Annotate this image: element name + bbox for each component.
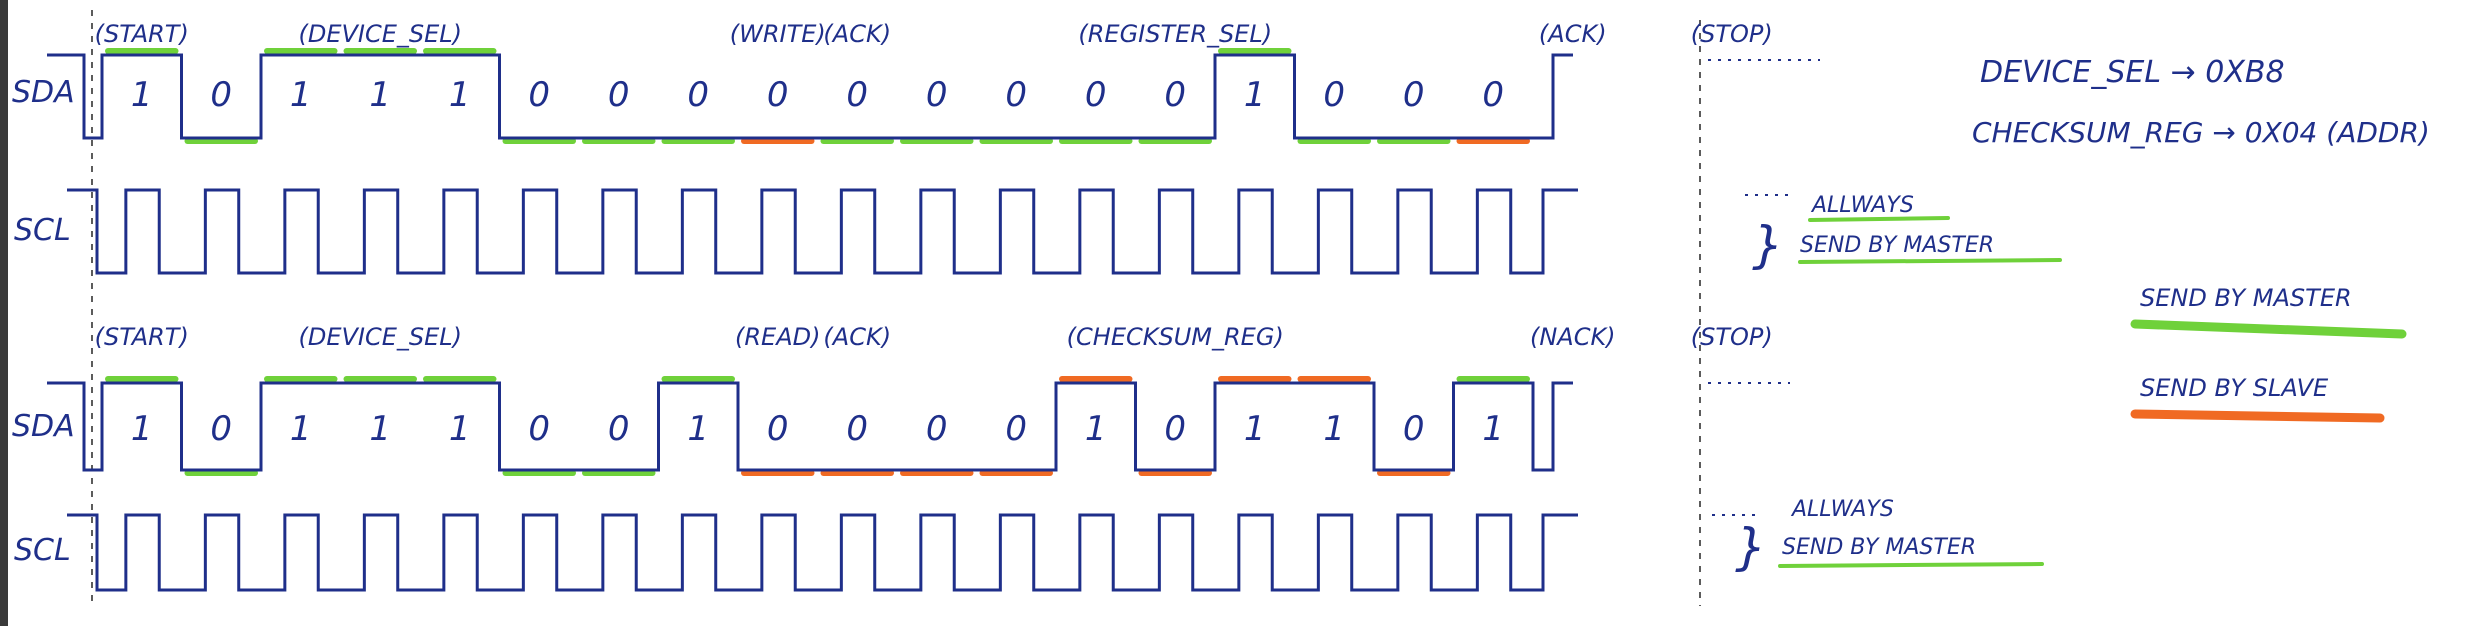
field-label: (READ): [735, 323, 820, 351]
bit-value: 1: [369, 75, 391, 115]
bit-value: 1: [1323, 409, 1345, 449]
field-label: (STOP): [1691, 323, 1773, 351]
bit-value: 0: [210, 409, 232, 449]
bit-value: 0: [608, 75, 630, 115]
field-label: (START): [95, 323, 189, 351]
bit-value: 0: [1164, 409, 1186, 449]
write-sda-waveform: [47, 53, 1573, 140]
bit-value: 0: [1403, 409, 1425, 449]
field-label: (DEVICE_SEL): [298, 323, 462, 351]
write-scl-note-2-highlight: [1798, 258, 2062, 264]
bit-value: 1: [131, 409, 153, 449]
field-label: (ACK): [823, 323, 891, 351]
write-scl-waveform: [67, 188, 1578, 275]
read-sda-label: SDA: [12, 409, 75, 444]
bit-value: 1: [369, 409, 391, 449]
window-edge: [0, 0, 8, 626]
bit-value: 1: [1244, 75, 1266, 115]
bit-value: 0: [1005, 409, 1027, 449]
bit-value: 0: [767, 75, 789, 115]
write-frame: SDA SCL 1 0 1 1 1 0 0 0 0 0 0 0 0 0 1 0 0 0 (START) (DEVIC…: [12, 20, 2062, 275]
read-scl-note-2-highlight: [1778, 562, 2044, 568]
read-frame: SDA SCL 1 0 1 1 1 0 0 1 0 0 0 0 1 0 1 1 0 1 (START) (DEVIC…: [12, 323, 2044, 592]
field-label: (REGISTER_SEL): [1078, 20, 1272, 48]
field-label: (CHECKSUM_REG): [1067, 323, 1284, 351]
bit-value: 1: [449, 409, 471, 449]
write-sda-label: SDA: [12, 75, 75, 110]
checksum-reg-note: CHECKSUM_REG → 0X04 (ADDR): [1972, 116, 2430, 149]
bit-value: 1: [290, 75, 312, 115]
legend: SEND BY MASTER SEND BY SLAVE: [2130, 284, 2407, 423]
read-scl-note-2: SEND BY MASTER: [1782, 535, 1976, 560]
field-label: (ACK): [823, 20, 891, 48]
read-scl-label: SCL: [14, 533, 71, 568]
bit-value: 0: [926, 409, 948, 449]
bit-value: 1: [1244, 409, 1266, 449]
bit-value: 0: [1164, 75, 1186, 115]
write-scl-note-1: ALLWAYS: [1810, 193, 1914, 218]
bit-value: 0: [767, 409, 789, 449]
bit-value: 1: [290, 409, 312, 449]
field-label: (NACK): [1530, 323, 1616, 351]
write-scl-note-2: SEND BY MASTER: [1800, 233, 1994, 258]
bit-value: 1: [449, 75, 471, 115]
read-highlights: [105, 376, 1530, 476]
field-label: (WRITE): [730, 20, 826, 48]
legend-master-swatch: [2130, 319, 2407, 339]
bit-value: 0: [846, 75, 868, 115]
write-bit-values: 1 0 1 1 1 0 0 0 0 0 0 0 0 0 1 0 0 0: [131, 75, 1504, 115]
write-field-labels: (START)(DEVICE_SEL)(WRITE)(ACK)(REGISTER…: [95, 20, 1773, 48]
read-scl-note-1: ALLWAYS: [1790, 497, 1894, 522]
legend-master-label: SEND BY MASTER: [2140, 284, 2352, 312]
field-label: (ACK): [1539, 20, 1607, 48]
bit-value: 0: [1403, 75, 1425, 115]
write-scl-brace: }: [1752, 216, 1784, 274]
device-sel-note: DEVICE_SEL → 0XB8: [1980, 55, 2285, 90]
legend-slave-label: SEND BY SLAVE: [2140, 374, 2329, 402]
read-field-labels: (START) (DEVICE_SEL) (READ)(ACK) (CHECKSUM_…: [95, 323, 1773, 351]
read-scl-waveform: [67, 513, 1578, 592]
legend-slave-swatch: [2130, 409, 2385, 423]
field-label: (STOP): [1691, 20, 1773, 48]
bit-value: 0: [528, 409, 550, 449]
bit-value: 0: [608, 409, 630, 449]
read-bit-values: 1 0 1 1 1 0 0 1 0 0 0 0 1 0 1 1 0 1: [131, 409, 1504, 449]
register-notes: DEVICE_SEL → 0XB8 CHECKSUM_REG → 0X04 (A…: [1972, 55, 2430, 149]
bit-value: 0: [846, 409, 868, 449]
bit-value: 0: [1323, 75, 1345, 115]
bit-value: 1: [687, 409, 709, 449]
bit-value: 1: [1482, 409, 1504, 449]
bit-value: 0: [687, 75, 709, 115]
read-sda-waveform: [47, 381, 1573, 472]
write-highlights: [105, 48, 1530, 144]
bit-value: 0: [1005, 75, 1027, 115]
bit-value: 0: [1482, 75, 1504, 115]
bit-value: 1: [1085, 409, 1107, 449]
write-scl-label: SCL: [14, 213, 71, 248]
bit-value: 1: [131, 75, 153, 115]
write-scl-note-1-highlight: [1808, 216, 1950, 222]
bit-value: 0: [926, 75, 948, 115]
field-label: (DEVICE_SEL): [298, 20, 462, 48]
bit-value: 0: [1085, 75, 1107, 115]
field-label: (START): [95, 20, 189, 48]
read-scl-brace: }: [1735, 518, 1767, 576]
bit-value: 0: [528, 75, 550, 115]
bit-value: 0: [210, 75, 232, 115]
